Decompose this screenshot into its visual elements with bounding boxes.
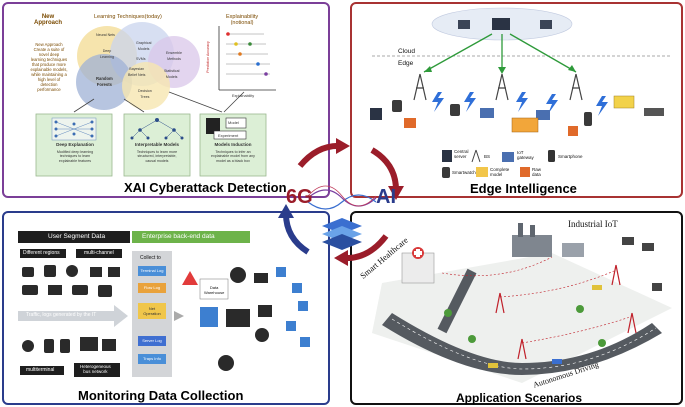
tower-icons — [495, 264, 637, 360]
uplink-arrow — [423, 33, 493, 73]
interpretable-models-desc: Techniques to learn more structured, int… — [136, 150, 178, 163]
stack-terminal-log: Terminal Log — [138, 266, 166, 276]
legend-model-icon — [476, 167, 488, 177]
user-icon — [230, 267, 246, 283]
multiterminal-label: multiterminal — [26, 367, 55, 373]
application-graphics — [372, 223, 672, 383]
interpretable-models-title: Interpretable Models — [134, 142, 179, 147]
new-approach-heading: New Approach — [34, 14, 63, 26]
center-emblem: 6G AI — [272, 136, 412, 268]
bs-tower-icon — [413, 73, 583, 101]
neural-net-icon — [51, 117, 97, 141]
traffic-label: Traffic, logs generated by the IT — [26, 312, 97, 318]
warehouse-icon — [199, 278, 229, 300]
venn-label-svm: SVMs — [136, 57, 146, 61]
model-induction-icon — [206, 117, 247, 140]
xai-panel: New Approach New Approach Create a suite… — [2, 2, 330, 198]
label-6g: 6G — [286, 186, 313, 208]
legend-raw-data: Raw data — [532, 167, 542, 177]
alert-icon — [182, 271, 198, 285]
central-server-icon — [492, 18, 510, 30]
cycle-arrow-top-right — [370, 147, 399, 191]
center-emblem-graphics — [278, 138, 404, 266]
cycle-arrow-top-left — [297, 142, 343, 168]
legend-bs: BS — [484, 154, 491, 159]
multichannel-box — [76, 249, 122, 258]
application-panel: Industrial IoT Smart Healthcare Autonomo… — [350, 211, 683, 405]
edge-panel-title: Edge Intelligence — [470, 181, 577, 196]
deep-explanation-title: Deep Explanation — [56, 142, 94, 147]
stack-server-log: Server Log — [138, 336, 166, 346]
venn-label-statistical: Statistical Models — [164, 69, 180, 79]
cycle-arrow-bottom-left — [283, 213, 310, 255]
heterogeneous-label: Heterogeneous bus network — [80, 364, 111, 374]
venn-circle-svm — [122, 62, 170, 110]
legend-raw-data-icon — [520, 167, 530, 177]
legend-complete-model: Complete model — [490, 167, 510, 177]
industrial-iot-label: Industrial IoT — [568, 219, 618, 229]
legend-central-server: Central server — [454, 149, 469, 159]
learning-techniques-title: Learning Techniques(today) — [94, 14, 162, 20]
edge-label: Edge — [398, 60, 414, 67]
user-segment-tab — [18, 231, 130, 243]
edge-panel: Cloud Edge Central server BS IoT gateway… — [350, 2, 683, 198]
models-induction-desc: Techniques to infer an explainable model… — [211, 150, 255, 163]
venn-label-forests: Random Forests — [96, 76, 113, 87]
legend-iot-gateway: IoT gateway — [517, 150, 534, 160]
data-warehouse-label: Data Warehouse — [204, 285, 225, 295]
approach-description: New Approach Create a suite of novel dee… — [30, 42, 68, 92]
road-shape — [382, 313, 662, 375]
user-segment-tab-label: User Segment Data — [48, 233, 106, 240]
venn-label-ensemble: Ensemble Methods — [166, 51, 182, 61]
car-icon — [613, 95, 635, 109]
monitoring-panel-title: Monitoring Data Collection — [78, 388, 244, 403]
edge-graphics — [370, 7, 672, 178]
enterprise-tab-label: Enterprise back-end data — [142, 233, 215, 240]
axis-y-label: Prediction Accuracy — [205, 41, 210, 73]
legend-smartphone-icon — [548, 150, 555, 162]
legend-smartwatch: Smartwatch — [452, 170, 476, 175]
legend-server-icon — [442, 150, 452, 162]
deep-explanation-desc: Modified deep learning techniques to lea… — [56, 150, 94, 163]
xai-panel-title: XAI Cyberattack Detection — [124, 180, 287, 195]
experiment-label: Experiment — [218, 133, 239, 138]
factory-icon — [512, 235, 552, 257]
stack-net-operation: Net Operation — [138, 303, 166, 319]
venn-label-deep: Deep Learning — [100, 49, 114, 59]
monitoring-panel: User Segment Data Enterprise back-end da… — [2, 211, 330, 405]
venn-label-neural: Neural Nets — [96, 33, 115, 37]
legend-bs-icon — [471, 149, 481, 163]
legend-gateway-icon — [502, 152, 514, 162]
heterogeneous-box — [74, 363, 120, 377]
cloud-label: Cloud — [398, 48, 415, 55]
collect-to-label: Collect to — [140, 255, 161, 261]
model-label: Model — [228, 120, 239, 125]
legend-smartwatch-icon — [442, 167, 450, 178]
venn-label-graphical: Graphical Models — [136, 41, 152, 51]
multiterminal-box — [20, 366, 64, 375]
explainability-title: Explainability (notional) — [226, 14, 259, 26]
interpretable-models-box — [123, 113, 191, 177]
stack-flow-log: Flow Log — [138, 283, 166, 293]
regions-label: Different regions — [23, 250, 60, 256]
venn-label-trees: Decision Trees — [138, 89, 152, 99]
legend-smartphone: Smartphone — [558, 154, 583, 159]
regions-box — [20, 249, 66, 258]
deep-explanation-box — [35, 113, 113, 177]
traffic-arrow — [18, 305, 128, 327]
enterprise-tab — [132, 231, 250, 243]
venn-label-bayesian: Bayesian Belief Nets — [128, 67, 146, 77]
label-ai: AI — [376, 186, 396, 208]
xai-graphics — [35, 22, 276, 177]
multichannel-label: multi-channel — [84, 250, 114, 256]
stack-traps-info: Traps Info — [138, 354, 166, 364]
truck-icon — [511, 117, 539, 133]
venn-circle-forests — [76, 54, 132, 110]
tree-model-icon — [130, 118, 184, 140]
models-induction-title: Models Induction — [214, 142, 252, 147]
application-panel-title: Application Scenarios — [456, 391, 583, 405]
axis-x-label: Explainability — [232, 94, 255, 98]
